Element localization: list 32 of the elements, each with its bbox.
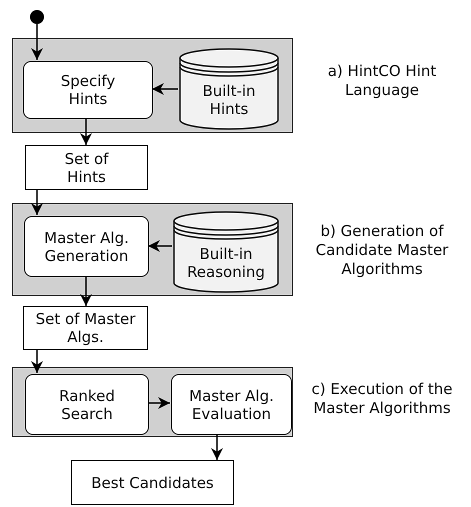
node-label: Built-in Hints — [201, 82, 257, 118]
start-dot — [30, 10, 44, 24]
node-label: Master Alg. Evaluation — [188, 386, 275, 422]
node-label: Set of Master Algs. — [34, 310, 136, 346]
process-box — [171, 374, 292, 435]
arrow — [31, 350, 43, 373]
node-label: Ranked Search — [58, 386, 116, 422]
arrow — [31, 190, 43, 215]
stage-panel — [12, 367, 293, 437]
arrow — [80, 118, 92, 145]
node-label: Specify Hints — [60, 72, 116, 108]
data-box — [71, 460, 234, 505]
node-label: Built-in Reasoning — [186, 245, 266, 281]
node-label: Best Candidates — [91, 474, 214, 492]
process-box — [24, 216, 149, 277]
arrow — [80, 276, 92, 306]
node-label: Master Alg. Generation — [43, 228, 130, 264]
process-box — [23, 61, 153, 119]
process-box — [25, 374, 149, 435]
stage-caption: a) HintCO Hint Language — [326, 62, 438, 100]
arrow — [148, 240, 172, 252]
arrow — [148, 397, 170, 409]
stage-panel — [12, 38, 293, 133]
node-label: Set of Hints — [64, 150, 110, 186]
stage-caption: b) Generation of Candidate Master Algorithms — [314, 222, 450, 278]
arrow — [31, 24, 43, 60]
data-box — [23, 306, 148, 350]
stage-caption: c) Execution of the Master Algorithms — [310, 380, 454, 418]
stage-panel — [12, 203, 293, 296]
arrow — [211, 434, 223, 460]
data-box — [25, 145, 148, 190]
arrow — [152, 83, 178, 95]
